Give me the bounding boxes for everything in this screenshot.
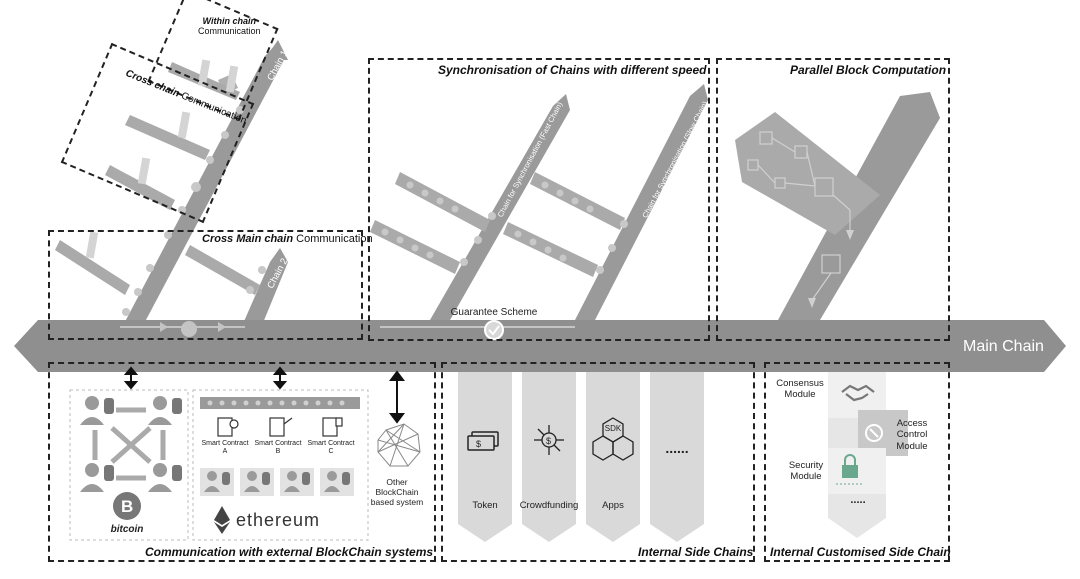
- chain-1-blocks: [122, 106, 266, 316]
- bitcoin-panel: [69, 389, 189, 541]
- customised-box: [764, 362, 950, 562]
- network-globe-icon: [377, 423, 421, 467]
- svg-text:$: $: [546, 436, 551, 446]
- svg-text:B: B: [121, 497, 133, 516]
- customised-title: Internal Customised Side Chain: [770, 545, 951, 559]
- side-chain-apps: Apps: [602, 500, 624, 511]
- lock-icon: [836, 454, 864, 485]
- parallel-chain: [735, 92, 940, 320]
- sdk-icon-text: SDK: [604, 424, 622, 433]
- ethereum-chain-row: [200, 397, 360, 409]
- consensus-module-label: Consensus Module: [776, 378, 824, 401]
- other-blockchain-label: Other BlockChain based system: [370, 477, 424, 508]
- within-chain-title: Within chain Communication: [198, 16, 261, 37]
- search-key-icon: [865, 424, 883, 442]
- crowdfunding-icon: $: [534, 425, 564, 455]
- block-tags: [85, 59, 239, 259]
- svg-text:$: $: [476, 439, 481, 449]
- bitcoin-logo: B: [113, 492, 141, 520]
- main-chain-arrow: [14, 320, 1066, 372]
- side-chain-banners: [458, 372, 704, 542]
- side-chain-crowdfunding: Crowdfunding: [519, 500, 579, 511]
- internal-side-title: Internal Side Chains: [638, 545, 754, 559]
- external-box: [48, 362, 436, 562]
- sync-box: [368, 58, 710, 341]
- more-modules-label: .....: [850, 494, 866, 506]
- handshake-icon: [841, 384, 875, 402]
- parallel-box: [716, 58, 950, 341]
- smart-contract-icons: [217, 417, 343, 437]
- external-title: Communication with external BlockChain s…: [145, 545, 434, 559]
- ethereum-label: ethereum: [236, 510, 321, 530]
- bitcoin-label: bitcoin: [110, 524, 144, 535]
- chain-1-branch: [55, 40, 288, 335]
- main-chain-label: Main Chain: [963, 338, 1044, 355]
- security-module-label: Security Module: [788, 460, 824, 483]
- money-icon: $: [467, 431, 499, 451]
- sync-blocks: [381, 181, 628, 274]
- ellipsis-icon: ......: [665, 440, 689, 456]
- external-link-arrows: [123, 366, 405, 424]
- customised-banner: [828, 372, 908, 538]
- cross-main-chain-title: Cross Main chain Communication: [202, 233, 373, 245]
- cross-main-link: [120, 321, 575, 337]
- bitcoin-nodes: [80, 396, 182, 492]
- sync-title: Synchronisation of Chains with different…: [438, 63, 707, 77]
- internal-side-box: [441, 362, 755, 562]
- access-control-label: Access Control Module: [896, 418, 928, 452]
- side-chain-token: Token: [472, 500, 498, 511]
- cross-main-chain-box: [48, 230, 363, 340]
- ethereum-nodes: [200, 468, 354, 496]
- guarantee-label: Guarantee Scheme: [450, 307, 538, 318]
- ethereum-logo: [214, 506, 230, 534]
- sdk-icon: [592, 417, 634, 461]
- bitcoin-mesh-arrows: [92, 407, 166, 481]
- parallel-title: Parallel Block Computation: [790, 63, 947, 77]
